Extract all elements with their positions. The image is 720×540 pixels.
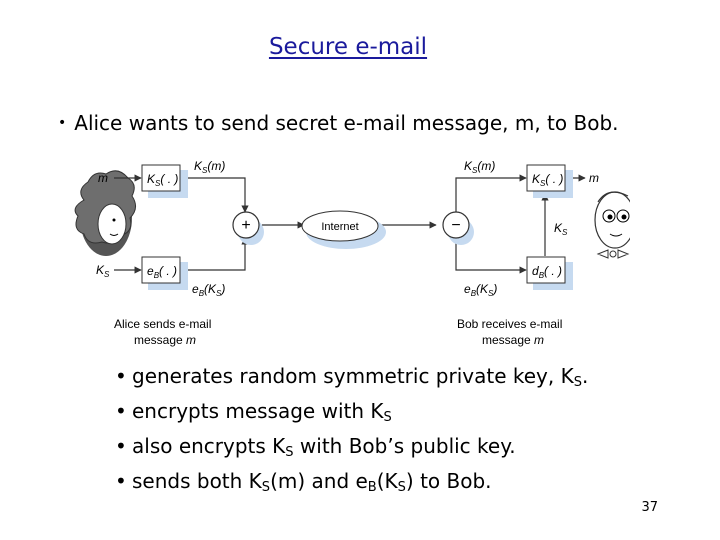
svg-text:−: − <box>451 217 460 234</box>
page-number: 37 <box>641 500 658 515</box>
plus-icon: + <box>232 211 264 245</box>
svg-text:+: + <box>241 217 250 234</box>
eb-ks-label: eB(KS) <box>192 282 225 298</box>
diagram-wires <box>114 174 586 274</box>
svg-text:eB( . ): eB( . ) <box>147 264 177 280</box>
svg-text:dB( . ): dB( . ) <box>532 264 562 280</box>
ks-encrypt-box: KS( . ) <box>141 164 188 198</box>
bullet-list: •generates random symmetric private key,… <box>115 362 588 502</box>
bullet-dot: • <box>58 115 67 131</box>
intro-line: • Alice wants to send secret e-mail messa… <box>58 111 619 135</box>
svg-text:Internet: Internet <box>321 221 358 233</box>
db-decrypt-box: dB( . ) <box>526 256 573 290</box>
svg-text:KS( . ): KS( . ) <box>532 172 563 188</box>
minus-icon: − <box>442 211 474 245</box>
svg-text:KS( . ): KS( . ) <box>147 172 178 188</box>
bullet-item: •encrypts message with KS <box>115 399 392 425</box>
bob-icon <box>594 191 630 259</box>
ks-label: KS <box>96 263 110 279</box>
slide-title-text: Secure e-mail <box>268 34 428 60</box>
eb-ks-received-label: eB(KS) <box>464 282 497 298</box>
ks-m-label: KS(m) <box>194 159 225 175</box>
bob-caption-line1: Bob receives e-mail <box>457 317 562 331</box>
m-label: m <box>98 171 108 185</box>
bob-caption-line2: message m <box>482 333 544 347</box>
eb-encrypt-box: eB( . ) <box>141 256 188 290</box>
ks-m-received-label: KS(m) <box>464 159 495 175</box>
intro-text: Alice wants to send secret e-mail messag… <box>74 111 619 135</box>
bullet-item: •also encrypts KS with Bob’s public key. <box>115 434 516 460</box>
ks-recovered-label: KS <box>554 221 568 237</box>
bullet-item: •sends both KS(m) and eB(KS) to Bob. <box>115 469 492 495</box>
bullet-item: •generates random symmetric private key,… <box>115 364 589 390</box>
m-output-label: m <box>589 171 599 185</box>
secure-email-diagram: KS( . ) eB( . ) KS( . ) dB( . ) + − Inte… <box>74 159 630 347</box>
alice-caption-line1: Alice sends e-mail <box>114 317 211 331</box>
alice-icon <box>74 170 136 256</box>
internet-cloud: Internet <box>301 210 386 249</box>
slide-title: Secure e-mail <box>0 34 720 60</box>
ks-decrypt-box: KS( . ) <box>526 164 573 198</box>
alice-caption-line2: message m <box>134 333 196 347</box>
